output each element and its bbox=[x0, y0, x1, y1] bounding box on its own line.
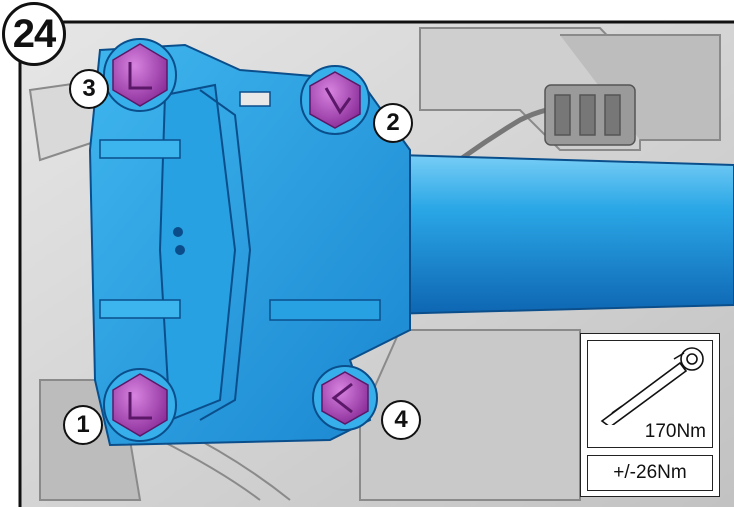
step-number-badge: 24 bbox=[2, 2, 66, 66]
torque-spec-panel: 170Nm +/-26Nm bbox=[580, 333, 720, 497]
bolt-3 bbox=[103, 38, 177, 112]
tab-lower bbox=[99, 299, 181, 319]
bolt-2 bbox=[300, 65, 370, 135]
bolt-1 bbox=[103, 368, 177, 442]
tool-box: 170Nm bbox=[587, 340, 713, 448]
bolt-callout-4: 4 bbox=[381, 400, 421, 440]
bolt-callout-1: 1 bbox=[63, 405, 103, 445]
tolerance-box: +/-26Nm bbox=[587, 455, 713, 491]
step-number: 24 bbox=[12, 11, 56, 56]
bracket-rib bbox=[199, 89, 252, 421]
connector bbox=[544, 84, 636, 146]
bolt-callout-3: 3 bbox=[69, 69, 109, 109]
bolt-callout-2: 2 bbox=[373, 103, 413, 143]
tab-upper bbox=[99, 139, 181, 159]
torque-wrench-icon bbox=[600, 347, 704, 425]
torque-value: 170Nm bbox=[644, 421, 706, 442]
tolerance-value: +/-26Nm bbox=[613, 462, 687, 483]
bolt-4 bbox=[312, 365, 378, 431]
bracket-flange bbox=[158, 83, 237, 422]
